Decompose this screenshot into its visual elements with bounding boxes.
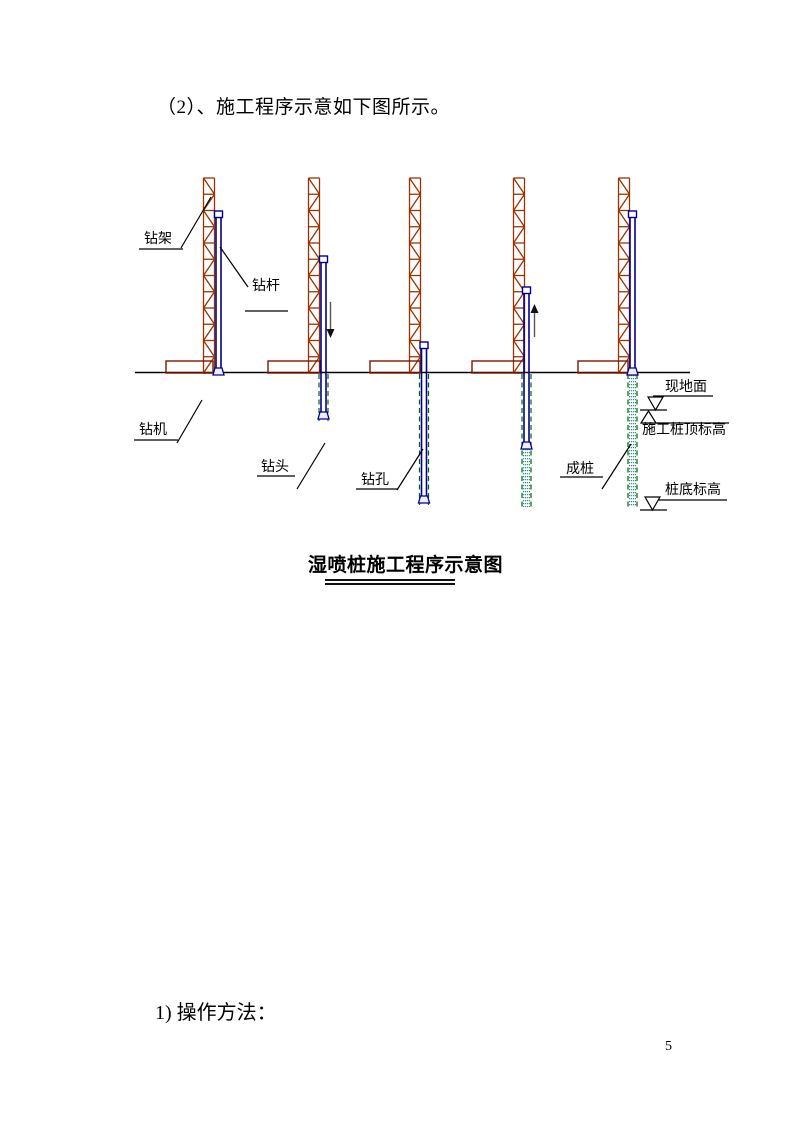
ground-level-symbol (646, 396, 665, 412)
drill-bit-leader (296, 442, 326, 490)
label-drill-frame: 钻架 (144, 232, 172, 247)
drill-machine-leader (176, 399, 203, 444)
label-drill-bit: 钻头 (261, 460, 289, 475)
label-drill-machine: 钻机 (139, 423, 167, 438)
drill-frame-leader (180, 196, 212, 249)
completed-pile-leader (601, 443, 632, 490)
drill-tower-3 (408, 177, 422, 374)
drill-tower-2 (307, 177, 321, 374)
machine-base-2 (267, 360, 321, 374)
machine-base-1 (165, 360, 214, 374)
label-pile-top-elevation: 施工桩顶标高 (642, 423, 726, 438)
intro-paragraph: （2）、施工程序示意如下图所示。 (157, 97, 451, 118)
label-ground-surface: 现地面 (665, 380, 707, 395)
drill-rod-leader (219, 246, 249, 288)
rod-top-swivel (318, 255, 329, 264)
drill-bit-shape (317, 411, 330, 420)
drill-tower-4 (512, 177, 526, 374)
pile-procedure-diagram (134, 177, 729, 512)
page-number: 5 (665, 1039, 672, 1054)
diagram-caption: 湿喷桩施工程序示意图 (308, 555, 504, 576)
arrow-down-head (326, 329, 335, 338)
drill-tower-1 (202, 177, 216, 374)
arrow-up-head (530, 304, 539, 313)
drill-bit-shape (417, 495, 431, 504)
rod-top-swivel (627, 210, 638, 219)
rod-top-swivel (419, 341, 429, 350)
section-heading: 1) 操作方法： (155, 1002, 277, 1024)
label-completed-pile: 成桩 (566, 462, 594, 477)
drill-hole-leader (396, 448, 424, 491)
drill-bit-shape (212, 367, 225, 376)
label-pile-bottom-elevation: 桩底标高 (665, 483, 721, 498)
rod-top-swivel (213, 210, 224, 219)
label-drill-hole: 钻孔 (361, 473, 389, 488)
pile-bottom-level-symbol (643, 496, 662, 512)
machine-base-4 (471, 360, 525, 374)
drill-tower-5 (617, 177, 631, 374)
machine-base-3 (369, 360, 421, 374)
label-drill-rod: 钻杆 (252, 279, 280, 294)
drill-bit-shape (626, 367, 639, 376)
rod-top-swivel (521, 286, 532, 295)
drill-bit-shape (520, 441, 533, 450)
caption-underline (325, 579, 455, 585)
pile-top-level-symbol (639, 409, 658, 424)
machine-base-5 (577, 360, 629, 374)
